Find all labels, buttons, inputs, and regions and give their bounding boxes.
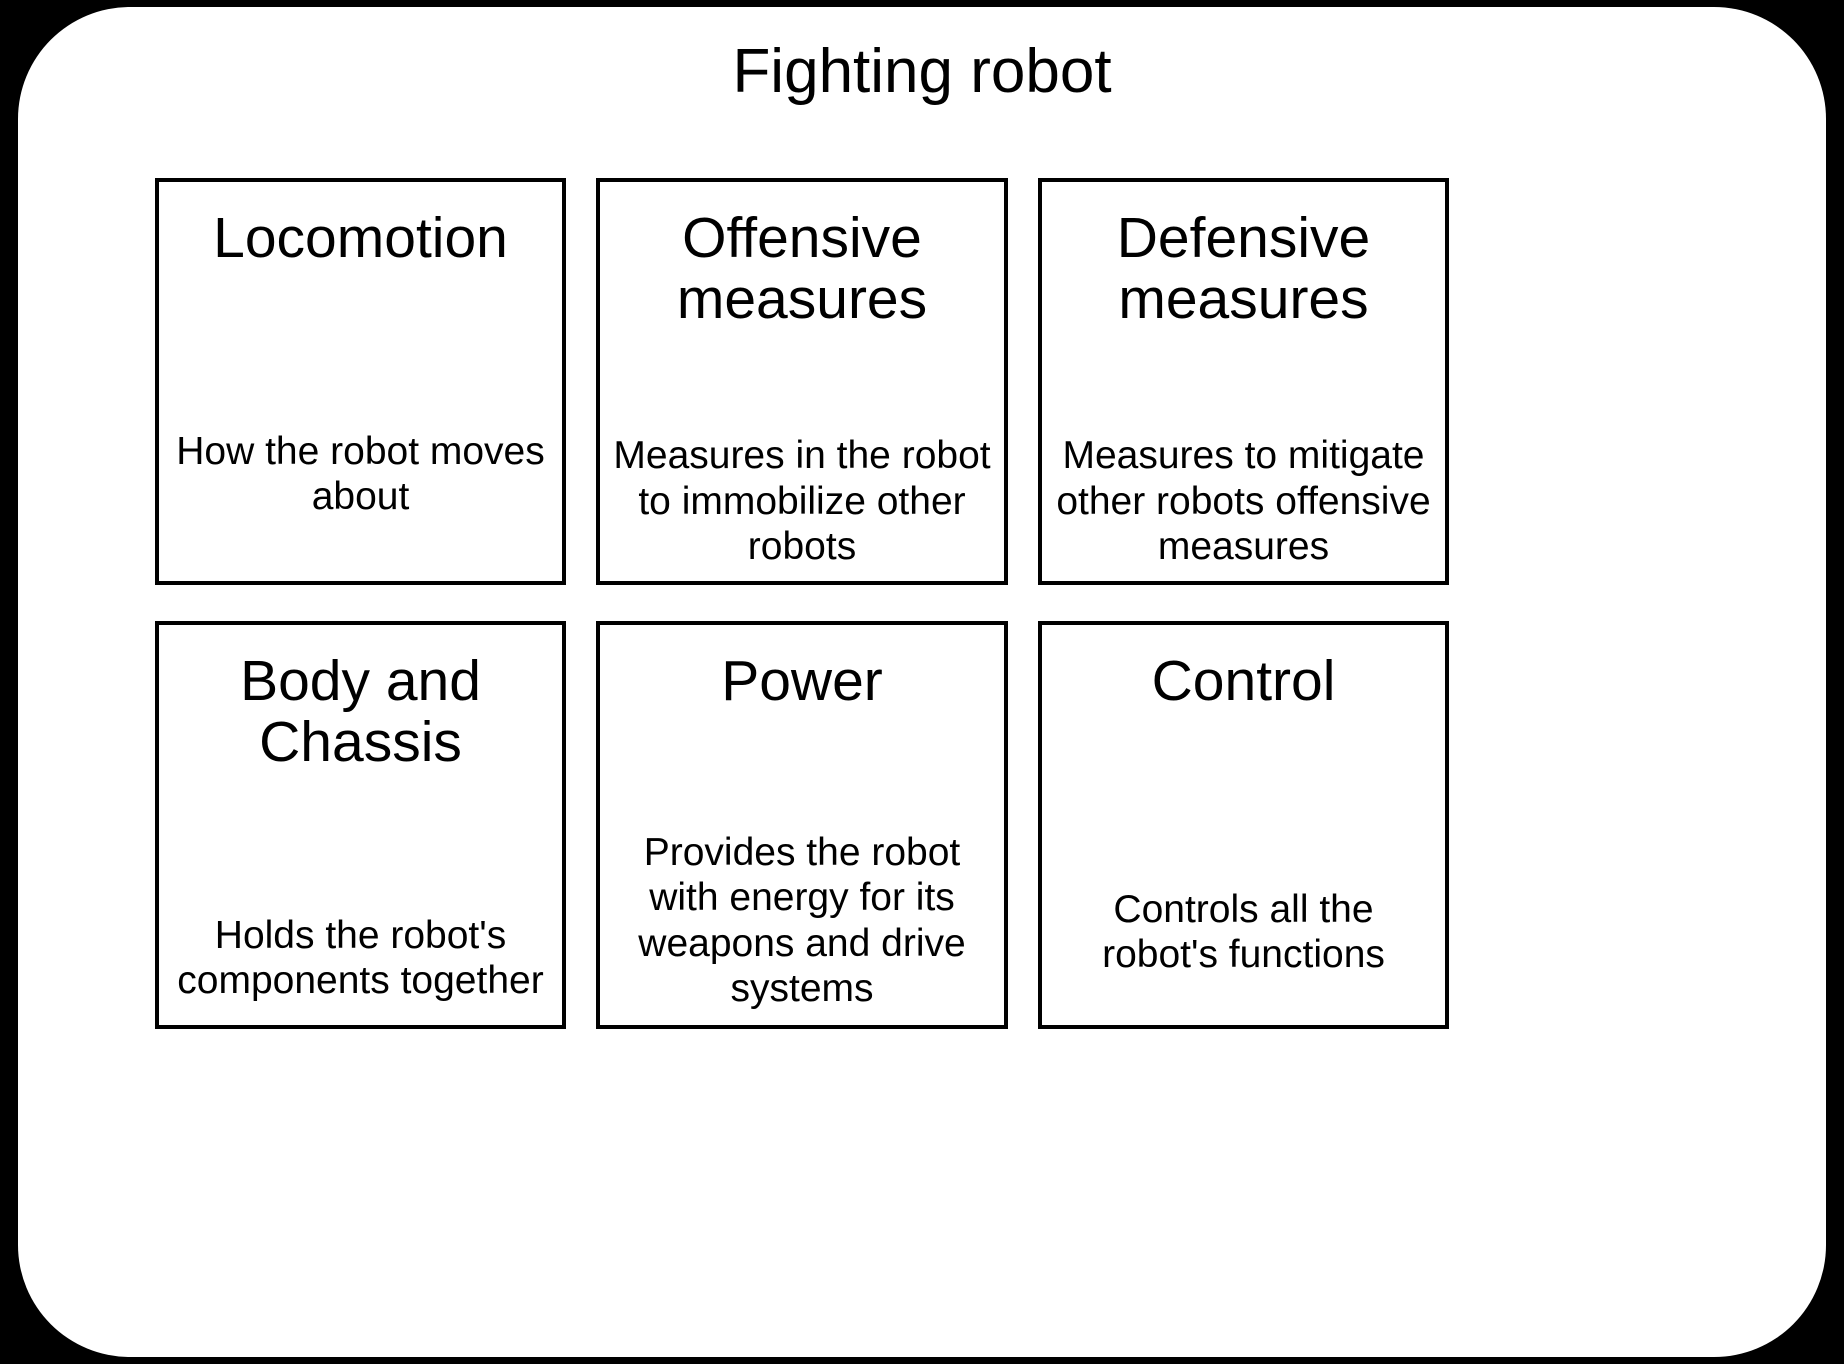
component-heading: Power [721,649,883,713]
component-box-defensive-measures[interactable]: Defensive measures Measures to mitigate … [1038,178,1449,585]
component-description: Controls all the robot's functions [1102,887,1385,976]
component-box-offensive-measures[interactable]: Offensive measures Measures in the robot… [596,178,1008,585]
diagram-card: Fighting robot Locomotion How the robot … [18,7,1826,1357]
component-description: Provides the robot with energy for its w… [638,831,966,1010]
component-heading: Body and Chassis [240,649,481,774]
component-description: Holds the robot's components together [177,913,544,1002]
component-box-body-and-chassis[interactable]: Body and Chassis Holds the robot's compo… [155,621,566,1029]
component-heading: Locomotion [213,206,508,270]
component-heading: Defensive measures [1116,206,1371,331]
component-heading: Control [1151,649,1336,713]
component-description: Measures to mitigate other robots offens… [1056,434,1431,568]
component-description: Measures in the robot to immobilize othe… [613,434,991,568]
component-heading: Offensive measures [676,206,928,331]
component-box-locomotion[interactable]: Locomotion How the robot moves about [155,178,566,585]
component-grid: Locomotion How the robot moves about Off… [155,178,1449,1029]
component-box-control[interactable]: Control Controls all the robot's functio… [1038,621,1449,1029]
page-title: Fighting robot [732,37,1112,106]
component-box-power[interactable]: Power Provides the robot with energy for… [596,621,1008,1029]
component-description: How the robot moves about [176,429,545,518]
